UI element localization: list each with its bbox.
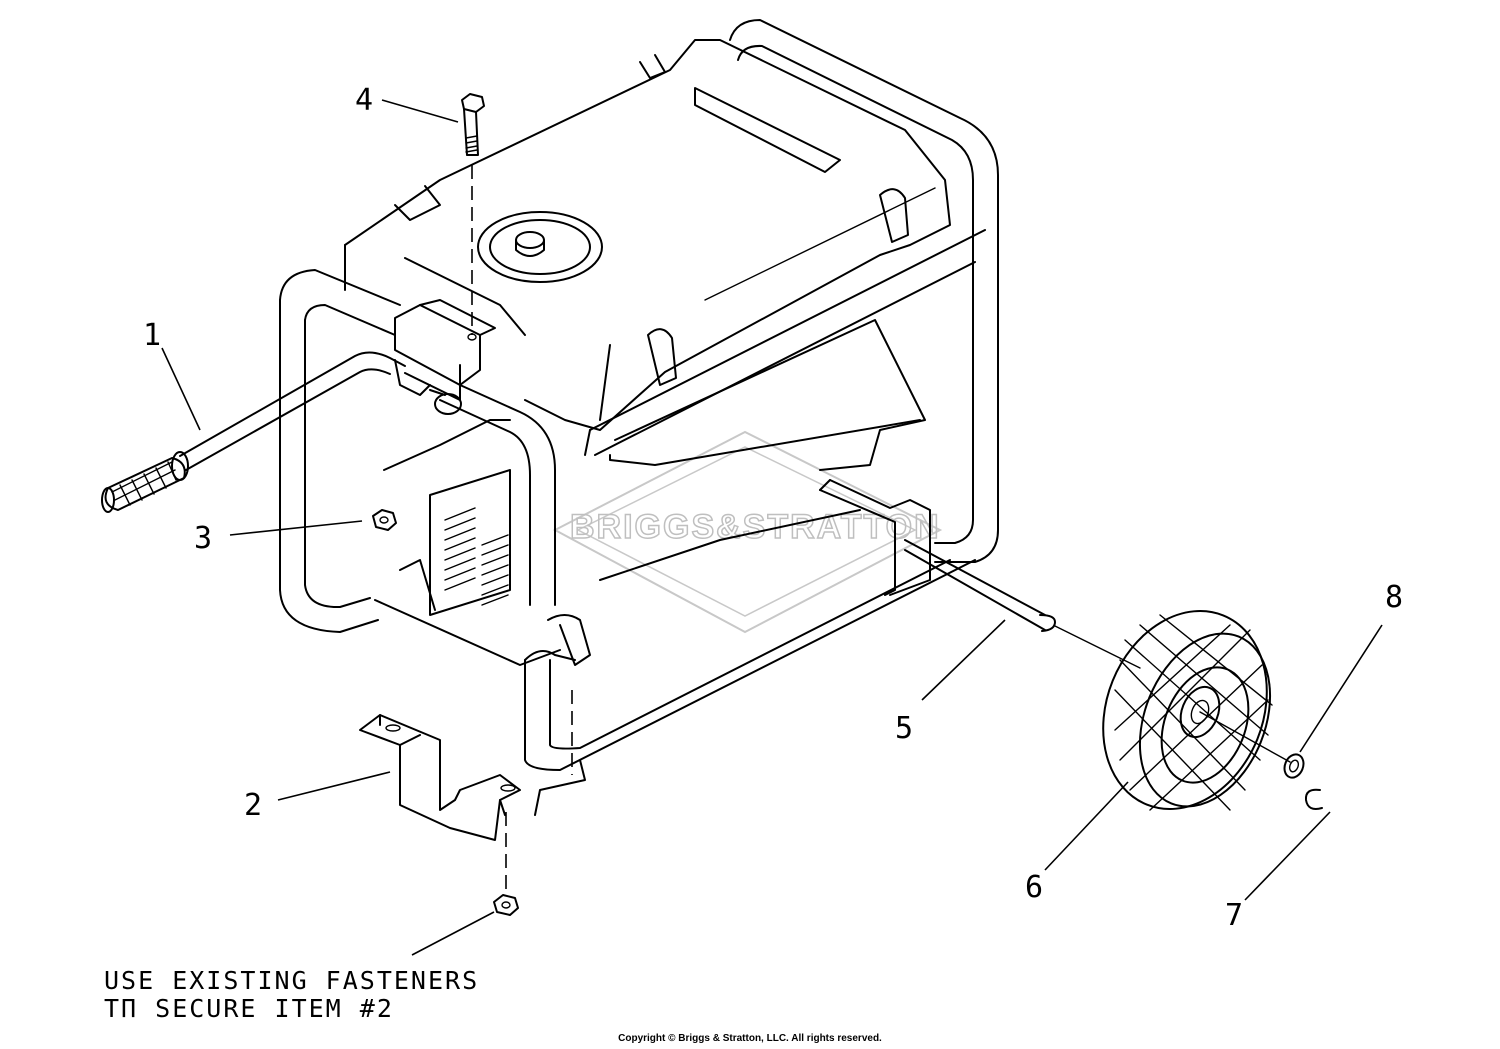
leader-lines xyxy=(161,99,1383,956)
frame-rear xyxy=(589,19,999,563)
callout-8: 8 xyxy=(1385,580,1403,615)
frame-front xyxy=(279,269,976,771)
axle-assembly xyxy=(819,479,1141,669)
callout-4: 4 xyxy=(355,83,373,118)
callout-2: 2 xyxy=(244,788,262,823)
part-4-bolt xyxy=(461,93,485,341)
note-line-2: TΠ SECURE ITEM #2 xyxy=(104,994,394,1023)
part-1-handle xyxy=(101,299,496,513)
callout-1: 1 xyxy=(143,318,161,353)
part-2-bracket xyxy=(359,690,586,890)
callout-6: 6 xyxy=(1025,870,1043,905)
callout-7: 7 xyxy=(1225,898,1243,933)
part-8-washer xyxy=(1283,753,1305,779)
part-7-clip xyxy=(1304,788,1323,810)
note-line-1: USE EXISTING FASTENERS xyxy=(104,966,480,995)
callout-5: 5 xyxy=(895,711,913,746)
generator-engine xyxy=(344,39,951,666)
callout-3: 3 xyxy=(194,521,212,556)
copyright-notice: Copyright © Briggs & Stratton, LLC. All … xyxy=(618,1033,882,1044)
brand-watermark: BRIGGS&STRATTON xyxy=(552,430,943,634)
watermark-text: BRIGGS&STRATTON xyxy=(570,508,941,546)
handle-grip xyxy=(101,451,189,513)
part-3-nut xyxy=(372,509,397,531)
part-6-wheel xyxy=(1102,610,1291,811)
bracket-nut xyxy=(493,894,519,916)
